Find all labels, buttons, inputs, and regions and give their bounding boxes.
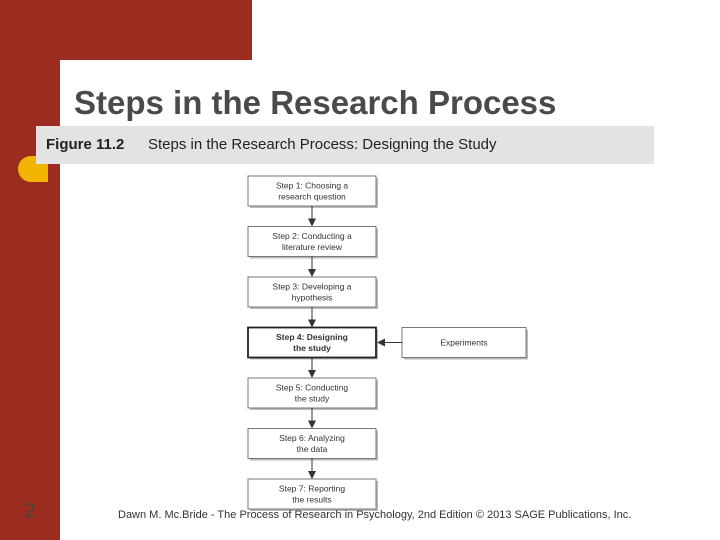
step-box-3-label: hypothesis [292,293,333,303]
left-brand-bar [0,0,60,540]
figure-caption-bar: Figure 11.2 Steps in the Research Proces… [36,126,654,164]
step-box-3-label: Step 3: Developing a [273,282,352,292]
step-box-5-label: the study [295,394,330,404]
step-box-5-label: Step 5: Conducting [276,383,349,393]
side-node-experiments: Experiments [401,327,528,360]
step-box-2-label: literature review [282,242,343,252]
step-box-1-label: Step 1: Choosing a [276,181,349,191]
step-box-6-label: the data [297,444,328,454]
step-box-4-label: the study [293,343,331,353]
step-box-7-label: the results [292,495,331,505]
side-node-experiments-label: Experiments [440,338,487,348]
step-box-7-label: Step 7: Reporting [279,484,345,494]
page-number: 2 [24,500,36,522]
step-box-2-label: Step 2: Conducting a [272,231,352,241]
figure-caption: Steps in the Research Process: Designing… [148,136,497,153]
step-box-6-label: Step 6: Analyzing [279,433,345,443]
figure-label: Figure 11.2 [46,136,125,153]
top-brand-bar [0,0,252,60]
step-box-4-label: Step 4: Designing [276,332,348,342]
slide-title: Steps in the Research Process [74,84,557,121]
step-box-1-label: research question [278,192,346,202]
footer-citation: Dawn M. Mc.Bride - The Process of Resear… [118,509,632,521]
